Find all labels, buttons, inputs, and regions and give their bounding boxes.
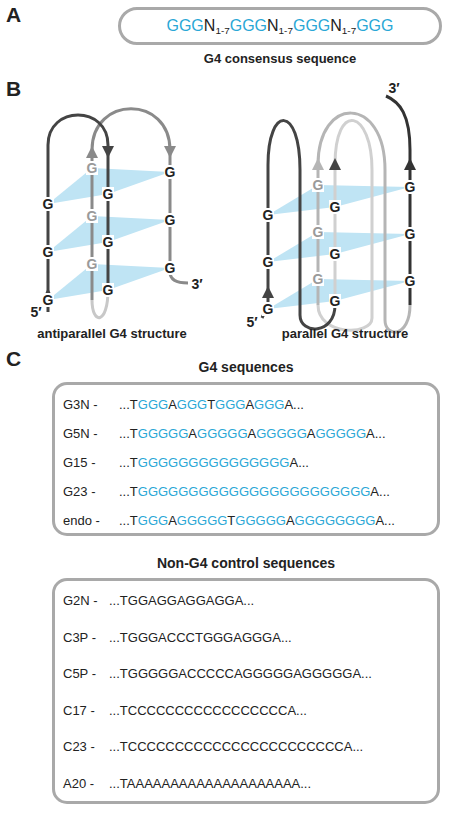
strand-end: 5′ (247, 315, 258, 329)
guanine-letter: G (312, 178, 325, 192)
guanine-letter: G (404, 180, 417, 194)
g-run: GGGGGGGGGGGGGGG (138, 455, 290, 470)
guanine-letter: G (42, 197, 55, 211)
g-run: GGGGG (138, 426, 189, 441)
strand (318, 113, 410, 332)
sequence-name: G2N - (63, 593, 98, 608)
structure-caption: parallel G4 structure (245, 327, 445, 340)
g-run: GGGGG (256, 426, 307, 441)
sequence-text: ...TGGAGGAGGAGGA... (109, 593, 254, 608)
g-run: GGG (356, 17, 393, 34)
sequence-text: ...TGGGAGGGTGGGAGGGA... (119, 397, 304, 412)
tetrad-plane (268, 232, 410, 262)
structure-caption: antiparallel G4 structure (12, 327, 212, 340)
tetrad-plane (268, 279, 410, 309)
guanine-letter: G (164, 165, 177, 179)
guanine-letter: G (312, 272, 325, 286)
g-run: GGGGGGGGGGGGGGGGGGGGGGG (138, 484, 371, 499)
strand (48, 115, 108, 312)
guanine-letter: G (42, 245, 55, 259)
sequence-text: ...TCCCCCCCCCCCCCCCCCCCCCCCA... (109, 739, 363, 754)
arrow-head (86, 146, 98, 158)
strand-loop (318, 120, 372, 330)
g-run: GGGGG (235, 513, 286, 528)
guanine-letter: G (262, 255, 275, 269)
g-run: GGGGG (177, 513, 228, 528)
subscript-range: 1-7 (279, 25, 293, 36)
g-run: GGGGGGGG (295, 513, 376, 528)
g-run: GGG (177, 397, 207, 412)
guanine-letter: G (312, 225, 325, 239)
sequence-name: G23 - (63, 484, 96, 499)
sequence-name: A20 - (63, 776, 94, 791)
box-heading: G4 sequences (55, 359, 437, 375)
g-run: GGG (293, 17, 330, 34)
sequence-text: ...TGGGGGGGGGGGGGGGA... (119, 455, 309, 470)
sequence-name: G3N - (63, 397, 98, 412)
strand-end: 5′ (31, 305, 42, 319)
guanine-letter: G (262, 208, 275, 222)
guanine-letter: G (329, 200, 342, 214)
sequence-name: endo - (63, 513, 100, 528)
sequence-text: ...TGGGACCCTGGGAGGGA... (109, 630, 292, 645)
guanine-letter: G (102, 187, 115, 201)
guanine-letter: G (86, 209, 99, 223)
guanine-letter: G (42, 293, 55, 307)
panel-caption: G4 consensus sequence (121, 51, 439, 66)
control-box: Non-G4 control sequencesG2N -...TGGAGGAG… (52, 578, 440, 804)
strand (262, 121, 335, 329)
g-run: GGG (138, 513, 168, 528)
guanine-letter: G (329, 247, 342, 261)
g-run: GGG (230, 17, 267, 34)
arrow-head (329, 158, 341, 170)
arrow-head (164, 146, 176, 158)
guanine-letter: G (86, 161, 99, 175)
subscript-range: 1-7 (342, 25, 356, 36)
guanine-letter: G (102, 235, 115, 249)
guanine-letter: G (164, 213, 177, 227)
tetrad-plane (268, 185, 410, 215)
guanine-letter: G (404, 274, 417, 288)
sequence-box: G4 sequencesG3N -...TGGGAGGGTGGGAGGGA...… (52, 382, 440, 536)
strand-end: 3′ (389, 81, 400, 95)
strand-end: 3′ (192, 277, 203, 291)
guanine-letter: G (262, 302, 275, 316)
g-run: GGG (166, 17, 203, 34)
panel-letter: B (6, 78, 21, 99)
g-run: GGGGG (197, 426, 248, 441)
sequence-name: G5N - (63, 426, 98, 441)
sequence-text: ...TCCCCCCCCCCCCCCCCCA... (109, 703, 307, 718)
guanine-letter: G (329, 294, 342, 308)
arrow-head (262, 286, 274, 298)
box-heading: Non-G4 control sequences (55, 555, 437, 571)
sequence-text: ...TGGGGGGGGGGGGGGGGGGGGGGGA... (119, 484, 390, 499)
sequence-name: C5P - (63, 666, 96, 681)
subscript-range: 1-7 (215, 25, 229, 36)
arrow-head (102, 146, 114, 158)
sequence-text: ...TAAAAAAAAAAAAAAAAAAAA... (109, 776, 311, 791)
sequence-name: C3P - (63, 630, 96, 645)
g-run: GGG (138, 397, 168, 412)
sequence-text: ...TGGGGGAGGGGGAGGGGGAGGGGGA... (119, 426, 386, 441)
arrow-head (312, 158, 324, 170)
g-run: GGG (254, 397, 284, 412)
arrow-head (404, 158, 416, 170)
guanine-letter: G (86, 257, 99, 271)
sequence-text: ...TGGGGGACCCCCAGGGGGAGGGGGA... (109, 666, 372, 681)
consensus-sequence: GGGN1-7GGGN1-7GGGN1-7GGG (121, 10, 439, 42)
sequence-name: G15 - (63, 455, 96, 470)
panel-letter: C (6, 348, 21, 369)
g-run: GGG (215, 397, 245, 412)
sequence-name: C17 - (63, 703, 95, 718)
sequence-text: ...TGGGAGGGGGTGGGGGAGGGGGGGGA... (119, 513, 395, 528)
consensus-box: GGGN1-7GGGN1-7GGGN1-7GGGG4 consensus seq… (118, 7, 442, 45)
guanine-letter: G (404, 227, 417, 241)
panel-letter: A (6, 4, 21, 25)
sequence-name: C23 - (63, 739, 95, 754)
guanine-letter: G (164, 261, 177, 275)
guanine-letter: G (102, 283, 115, 297)
g-run: GGGGG (315, 426, 366, 441)
